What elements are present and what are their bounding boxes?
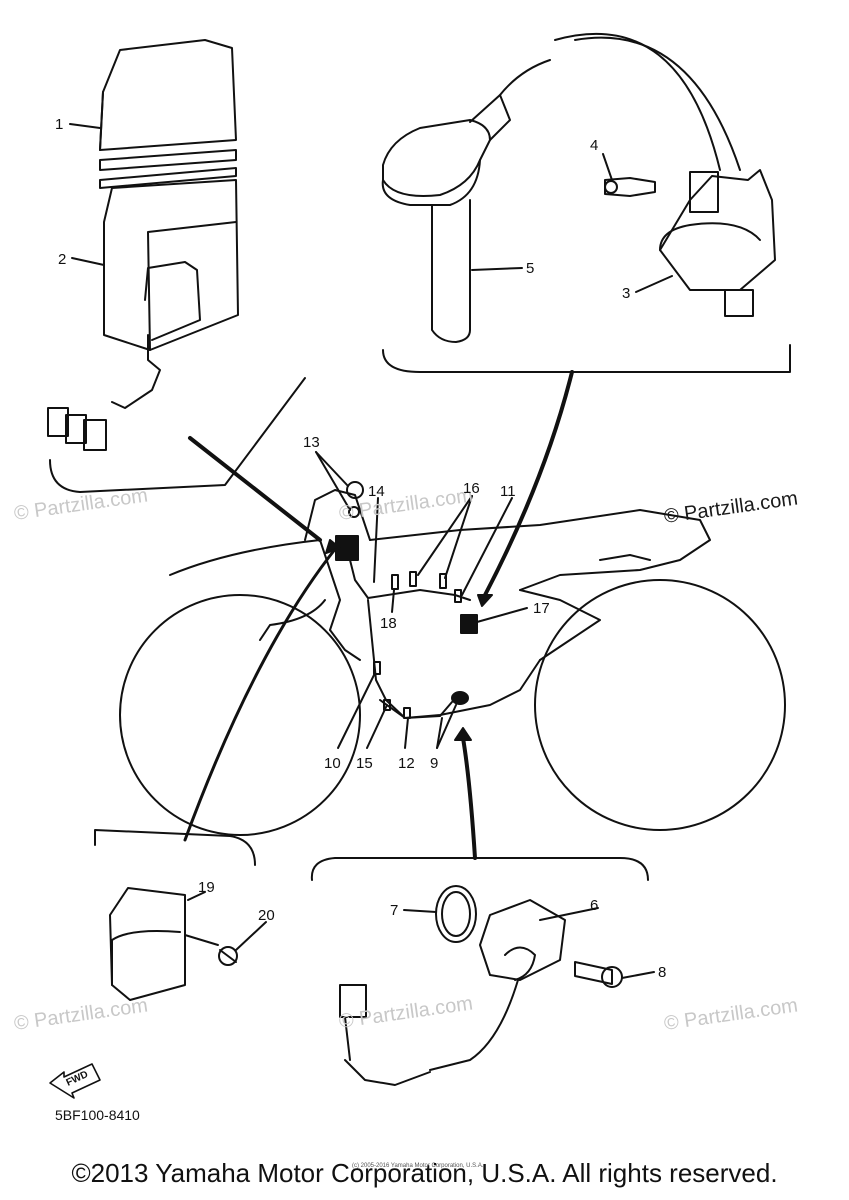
callout-14: 14	[368, 483, 385, 500]
watermark-center-bottom: © Partzilla.com	[338, 992, 475, 1033]
watermark-left-mid: © Partzilla.com	[13, 484, 150, 525]
callout-6: 6	[590, 897, 598, 914]
inset-frame-regulator	[94, 829, 256, 866]
cdi-unit-illustration	[47, 39, 239, 451]
motorcycle-outline	[119, 489, 786, 836]
pointer-line-coil	[483, 370, 574, 597]
watermark-center-mid: © Partzilla.com	[338, 484, 475, 525]
watermark-left-bottom: © Partzilla.com	[13, 994, 150, 1035]
callout-2: 2	[58, 251, 66, 268]
callout-4: 4	[590, 137, 598, 154]
callout-3: 3	[622, 285, 630, 302]
callout-8: 8	[658, 964, 666, 981]
callout-7: 7	[390, 902, 398, 919]
inset-frame-coil	[382, 344, 791, 373]
sensor-illustration	[339, 885, 623, 1086]
pointer-line-cdi	[188, 436, 322, 542]
callout-5: 5	[526, 260, 534, 277]
callout-18: 18	[380, 615, 397, 632]
callout-19: 19	[198, 879, 215, 896]
wire-harness	[335, 481, 478, 719]
callout-13: 13	[303, 434, 320, 451]
callout-15: 15	[356, 755, 373, 772]
callout-11: 11	[500, 483, 516, 500]
watermark-right-bottom: © Partzilla.com	[663, 994, 800, 1035]
pointer-line-sensor	[461, 736, 477, 860]
callout-9: 9	[430, 755, 438, 772]
callout-12: 12	[398, 755, 415, 772]
callout-10: 10	[324, 755, 341, 772]
callout-1: 1	[55, 116, 63, 133]
small-print: (c) 2005-2016 Yamaha Motor Corporation, …	[352, 1163, 484, 1169]
inset-frame-sensor	[310, 857, 649, 881]
diagram-code: 5BF100-8410	[55, 1107, 140, 1123]
callout-16: 16	[463, 480, 480, 497]
callout-17: 17	[533, 600, 550, 617]
pointer-line-regulator	[183, 546, 338, 842]
callout-20: 20	[258, 907, 275, 924]
copyright-notice: ©2013 Yamaha Motor Corporation, U.S.A. A…	[71, 1158, 778, 1188]
fwd-arrow	[49, 1063, 101, 1099]
watermark-right-mid: © Partzilla.com	[663, 487, 800, 528]
ignition-coil-illustration	[381, 32, 776, 343]
regulator-illustration	[109, 887, 238, 1001]
inset-frame-cdi	[49, 377, 306, 493]
